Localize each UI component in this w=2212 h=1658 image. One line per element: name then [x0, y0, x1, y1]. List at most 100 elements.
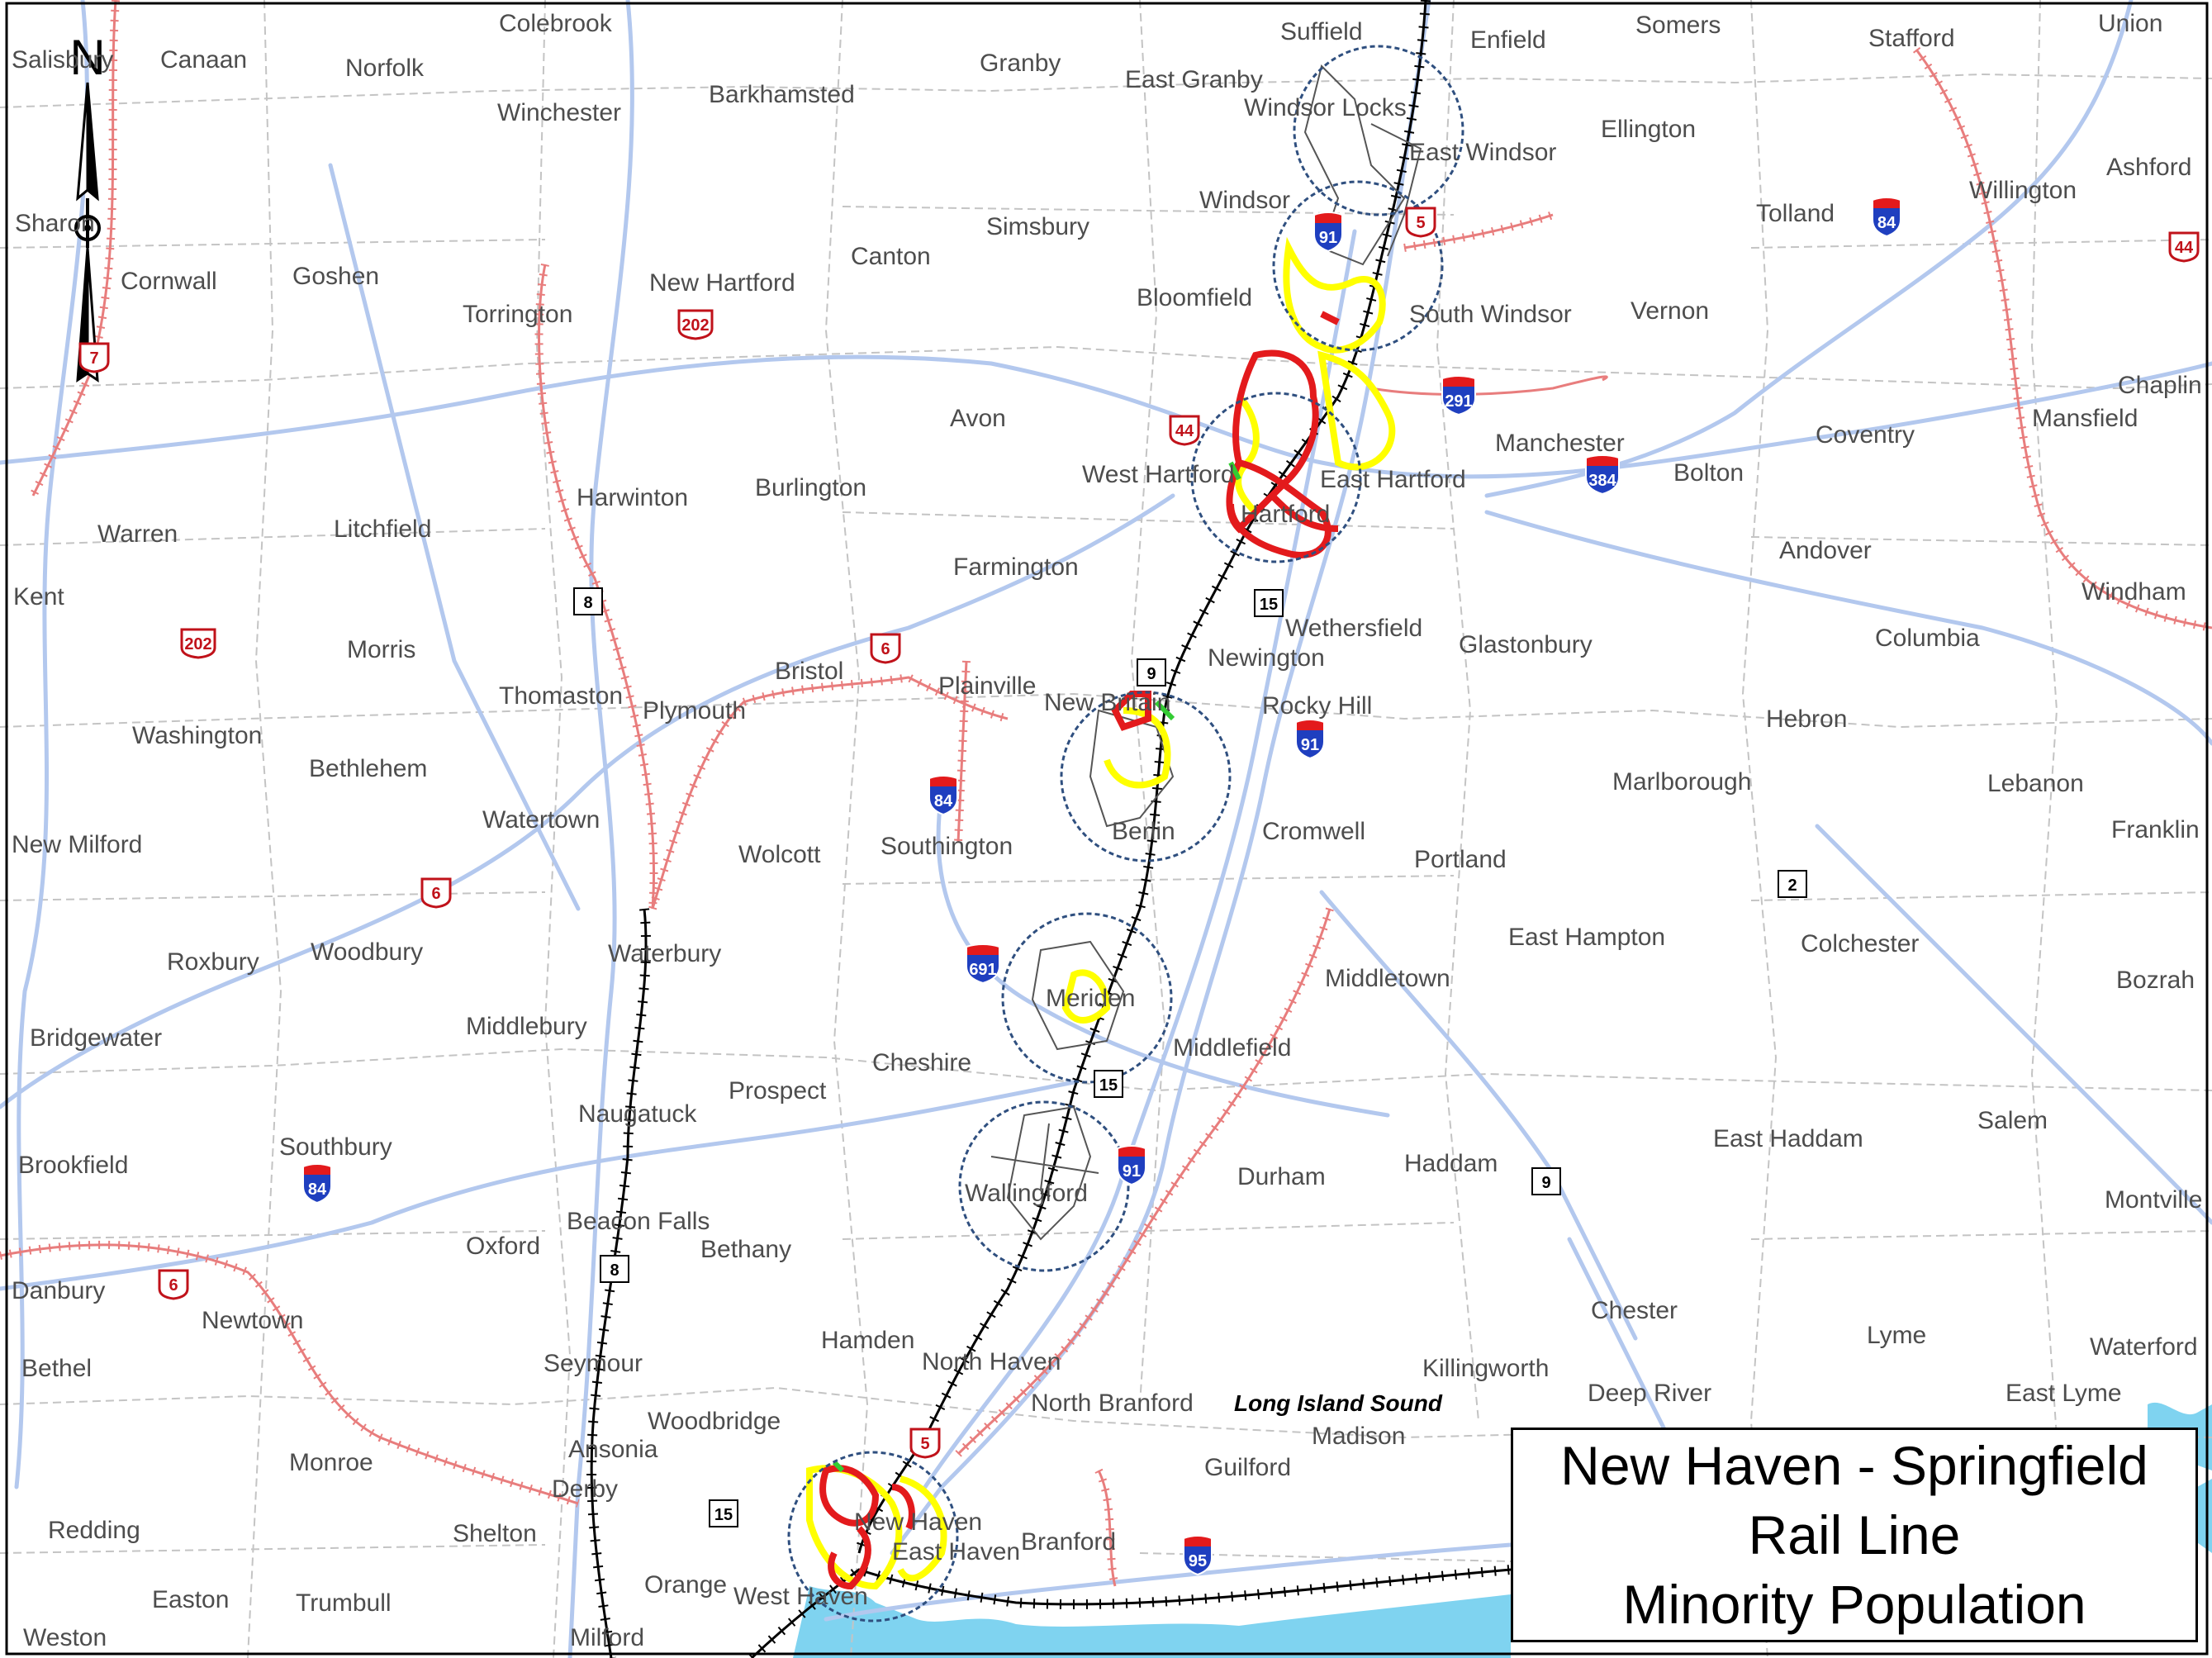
- town-label: East Lyme: [2006, 1380, 2122, 1407]
- town-label: Newington: [1208, 644, 1325, 672]
- town-label: Litchfield: [334, 515, 431, 543]
- town-label: Norfolk: [345, 55, 425, 82]
- town-label: Bolton: [1673, 459, 1744, 487]
- town-label: Watertown: [482, 806, 600, 834]
- town-label: Marlborough: [1612, 768, 1751, 796]
- town-label: Canton: [851, 243, 931, 270]
- town-label: Roxbury: [167, 948, 259, 976]
- town-label: Newtown: [202, 1307, 303, 1334]
- town-label: Vernon: [1631, 297, 1709, 325]
- state-route-shield-icon: 15: [1094, 1070, 1123, 1098]
- town-label: Waterford: [2090, 1333, 2198, 1361]
- town-label: Barkhamsted: [709, 81, 855, 108]
- town-label: Franklin: [2111, 816, 2200, 843]
- town-label: Ellington: [1601, 116, 1696, 143]
- town-label: Orange: [644, 1571, 727, 1599]
- town-label: Ashford: [2106, 154, 2191, 181]
- town-label: Bethlehem: [309, 755, 427, 782]
- town-label: Prospect: [729, 1077, 827, 1105]
- town-label: Easton: [152, 1586, 229, 1613]
- town-label: Lebanon: [1987, 770, 2084, 797]
- interstate-route-shield-icon: 384: [1585, 454, 1620, 496]
- town-label: Glastonbury: [1459, 631, 1593, 658]
- town-label: Guilford: [1204, 1454, 1291, 1481]
- town-label: Monroe: [289, 1449, 373, 1476]
- us-route-shield-icon: 6: [158, 1269, 189, 1300]
- town-label: New Hartford: [649, 269, 795, 297]
- route-number: 84: [308, 1181, 327, 1199]
- town-label: East Hampton: [1508, 924, 1665, 951]
- town-label: Bristol: [775, 658, 843, 685]
- town-label: Wethersfield: [1285, 615, 1422, 642]
- route-number: 202: [681, 316, 709, 335]
- interstate-route-shield-icon: 84: [1872, 197, 1901, 238]
- town-label: Windham: [2081, 578, 2186, 606]
- route-number: 6: [881, 640, 890, 658]
- route-number: 84: [1877, 214, 1896, 232]
- town-label: New Haven: [854, 1508, 982, 1536]
- town-label: Union: [2098, 10, 2162, 37]
- town-label: Plymouth: [643, 697, 746, 724]
- town-label: Madison: [1312, 1423, 1405, 1450]
- state-route-shield-icon: 8: [600, 1255, 629, 1283]
- route-number: 8: [610, 1261, 619, 1280]
- station-buffers: [787, 45, 1464, 1622]
- town-label: Branford: [1021, 1528, 1116, 1556]
- route-number: 202: [184, 635, 211, 653]
- state-route-shield-icon: 15: [1254, 589, 1284, 617]
- town-label: Coventry: [1816, 421, 1915, 449]
- route-number: 91: [1301, 736, 1319, 754]
- town-label: Ansonia: [568, 1436, 658, 1463]
- town-label: Winchester: [497, 99, 621, 126]
- town-label: Columbia: [1875, 625, 1980, 652]
- route-number: 691: [969, 961, 996, 979]
- town-label: Lyme: [1867, 1322, 1926, 1349]
- town-label: Canaan: [160, 46, 247, 74]
- town-label: North Haven: [922, 1348, 1061, 1375]
- town-label: Stafford: [1868, 25, 1955, 52]
- town-label: Beacon Falls: [567, 1208, 710, 1235]
- town-label: Granby: [980, 50, 1061, 77]
- town-label: Southington: [881, 833, 1013, 860]
- map-frame: [5, 2, 2209, 1656]
- town-label: East Haven: [892, 1538, 1020, 1565]
- other-railroads: [0, 0, 2212, 1588]
- title-line-1: New Haven - Springfield: [1560, 1435, 2148, 1496]
- route-number: 7: [89, 349, 98, 368]
- route-number: 9: [1146, 665, 1156, 683]
- town-label: Trumbull: [296, 1589, 392, 1617]
- state-route-shield-icon: 8: [573, 587, 603, 615]
- town-label: Meriden: [1046, 985, 1135, 1012]
- water-label: Long Island Sound: [1234, 1390, 1443, 1416]
- town-label: Portland: [1414, 846, 1507, 873]
- route-number: 6: [431, 885, 440, 903]
- town-label: Milford: [570, 1624, 644, 1651]
- town-label: Avon: [950, 405, 1006, 432]
- route-number: 15: [1099, 1076, 1118, 1095]
- route-number: 84: [934, 792, 953, 810]
- us-route-shield-icon: 44: [1169, 415, 1200, 446]
- town-label: Bloomfield: [1137, 284, 1252, 311]
- town-label: Bethel: [21, 1355, 92, 1382]
- route-number: 384: [1588, 472, 1616, 490]
- town-label: West Hartford: [1082, 461, 1235, 488]
- us-route-shield-icon: 6: [420, 877, 452, 909]
- route-number: 91: [1319, 229, 1337, 247]
- town-label: Hebron: [1766, 705, 1847, 733]
- town-label: Hartford: [1241, 501, 1330, 528]
- route-number: 9: [1541, 1174, 1550, 1192]
- town-label: Plainville: [938, 672, 1036, 700]
- town-label: Southbury: [279, 1133, 392, 1161]
- interstate-route-shield-icon: 691: [966, 943, 1000, 985]
- town-label: Middlebury: [466, 1013, 587, 1040]
- route-number: 15: [1260, 596, 1278, 614]
- minority-tracts-moderate: [806, 236, 1396, 1590]
- town-label: Mansfield: [2032, 405, 2138, 432]
- town-label: Derby: [552, 1475, 618, 1503]
- town-label: Washington: [132, 722, 262, 749]
- minority-tracts-high: [819, 311, 1340, 1590]
- route-number: 291: [1445, 392, 1472, 411]
- route-number: 5: [920, 1435, 929, 1453]
